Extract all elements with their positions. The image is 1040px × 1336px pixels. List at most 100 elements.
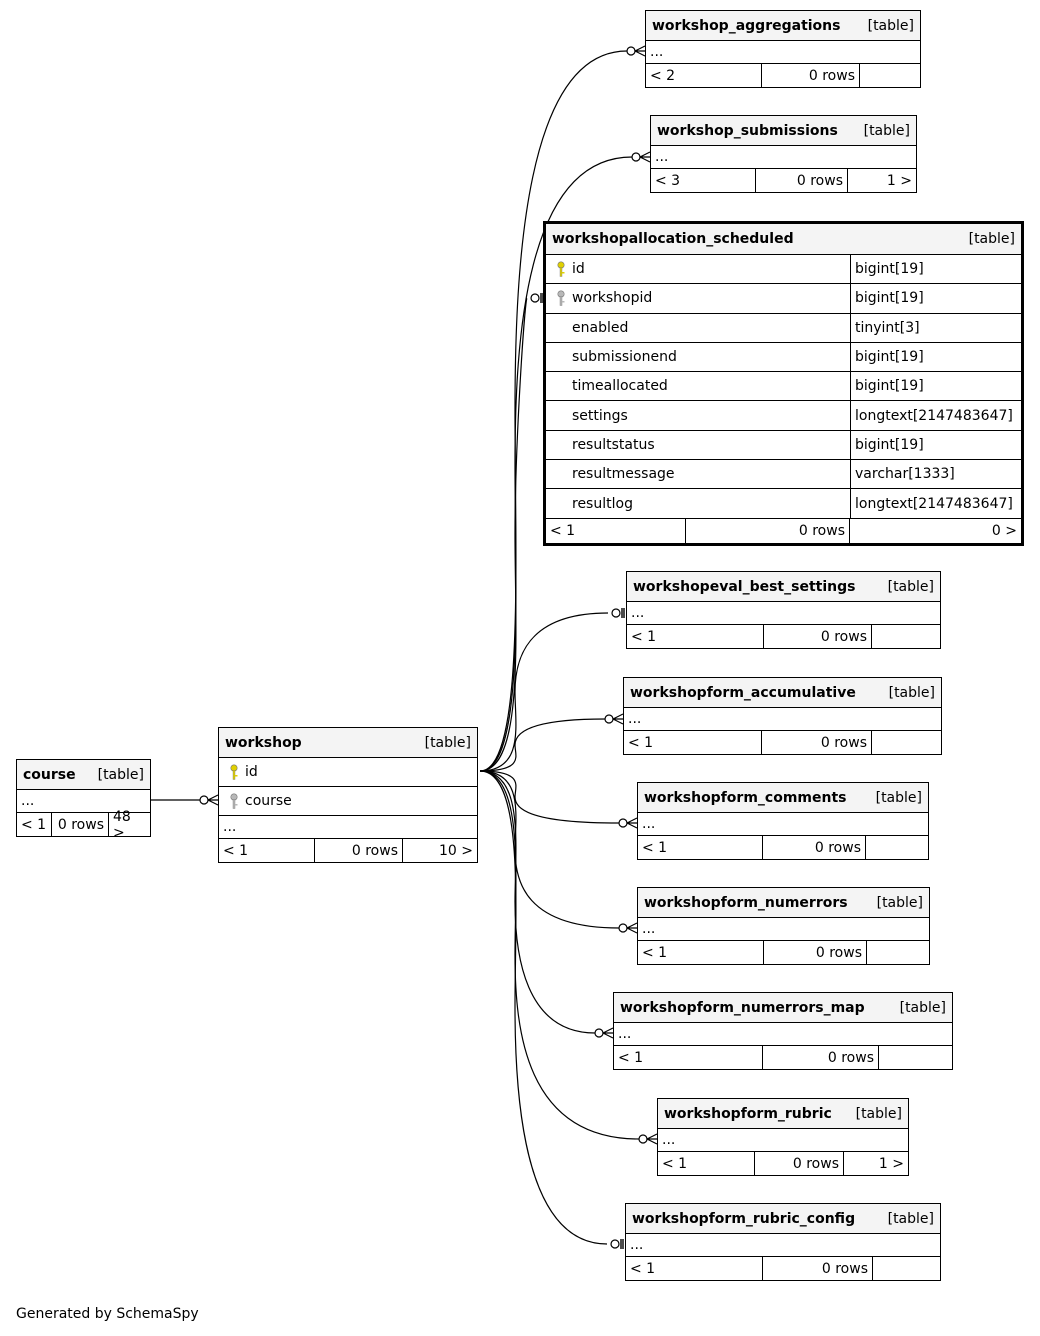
children-count: 0 > (991, 522, 1017, 539)
column-name-cell: id (546, 255, 850, 283)
table-name: workshopform_comments (644, 789, 847, 806)
column-type: bigint[19] (850, 430, 1021, 460)
ellipsis-row: ... (638, 813, 928, 836)
children-count (872, 625, 940, 648)
table-type: [table] (424, 734, 471, 751)
table-type: [table] (875, 789, 922, 806)
column-row: resultlog longtext[2147483647] (546, 489, 1021, 519)
column-row: resultmessage varchar[1333] (546, 460, 1021, 490)
children-count: 1 > (878, 1155, 904, 1172)
row-count: 0 rows (764, 625, 872, 648)
column-type: tinyint[3] (850, 313, 1021, 342)
table-name: workshopform_numerrors (644, 894, 848, 911)
column-name: resultmessage (572, 466, 675, 483)
ellipsis-row: ... (624, 708, 941, 731)
row-count: 0 rows (52, 813, 109, 836)
children-count (872, 731, 941, 754)
children-count: 48 > (113, 808, 131, 841)
children-count: 10 > (439, 842, 473, 859)
table-name: workshopallocation_scheduled (552, 231, 794, 247)
children-count (867, 941, 929, 964)
edge-workshop-to-workshopform-rubric-config-end (610, 1239, 624, 1249)
table-header: workshopform_accumulative[table] (624, 678, 941, 708)
foreign-key-icon (230, 793, 238, 809)
table-name: workshop_aggregations (652, 17, 841, 34)
column-name-cell: workshopid (546, 284, 850, 312)
table-type: [table] (887, 578, 934, 595)
table-type: [table] (899, 999, 946, 1016)
column-name: submissionend (572, 349, 677, 366)
edge-workshop-to-workshopeval-best-settings (479, 612, 609, 772)
table-name: workshopform_numerrors_map (620, 999, 865, 1016)
edge-course-to-workshop-end (199, 794, 219, 806)
ellipsis-row: ... (646, 41, 920, 64)
edge-workshop-to-workshopform-numerrors-map (479, 770, 596, 1034)
ellipsis-row: ... (614, 1023, 952, 1046)
parents-count: < 1 (658, 1152, 755, 1175)
column-name: course (245, 793, 292, 809)
table-name: workshopform_accumulative (630, 684, 856, 701)
column-name-cell: resultlog (546, 489, 850, 517)
edge-workshop-to-workshop-aggregations (479, 50, 628, 772)
foreign-key-icon (557, 290, 565, 307)
parents-count: < 1 (17, 813, 52, 836)
table-header: workshopeval_best_settings[table] (627, 572, 940, 602)
column-name-cell: resultmessage (546, 460, 850, 488)
column-type: varchar[1333] (850, 460, 1021, 489)
row-count: 0 rows (315, 839, 403, 862)
column-name: resultlog (572, 495, 633, 512)
column-name: enabled (572, 319, 629, 336)
row-count: 0 rows (764, 941, 867, 964)
table-header: workshop_aggregations[table] (646, 11, 920, 41)
parents-count: < 1 (638, 941, 764, 964)
row-count: 0 rows (763, 836, 866, 859)
table-header: workshopallocation_scheduled [table] (546, 224, 1021, 255)
column-name: settings (572, 407, 628, 424)
row-count: 0 rows (755, 1152, 844, 1175)
parents-count: < 1 (627, 625, 764, 648)
column-name-cell: timeallocated (546, 372, 850, 400)
edge-workshop-to-workshopform-numerrors-end (618, 922, 638, 934)
edge-workshop-to-workshopallocation-scheduled (479, 297, 528, 772)
table-type: [table] (968, 231, 1015, 247)
column-type: longtext[2147483647] (850, 401, 1021, 430)
ellipsis-row: ... (651, 146, 916, 169)
table-name: course (23, 766, 76, 783)
column-row: course (219, 787, 477, 816)
row-count: 0 rows (762, 64, 860, 87)
column-type: bigint[19] (850, 255, 1021, 284)
parents-count: < 3 (651, 169, 756, 192)
edge-workshop-to-workshopform-rubric-end (638, 1133, 658, 1145)
edge-workshop-to-workshop-submissions (479, 156, 633, 772)
table-name: workshop (225, 734, 302, 751)
parents-count: < 1 (638, 836, 763, 859)
column-name-cell: id (219, 758, 477, 786)
column-name-cell: resultstatus (546, 431, 850, 459)
parents-count: < 1 (614, 1046, 763, 1069)
parents-count: < 2 (646, 64, 762, 87)
column-type: longtext[2147483647] (850, 489, 1021, 518)
row-count: 0 rows (756, 169, 848, 192)
